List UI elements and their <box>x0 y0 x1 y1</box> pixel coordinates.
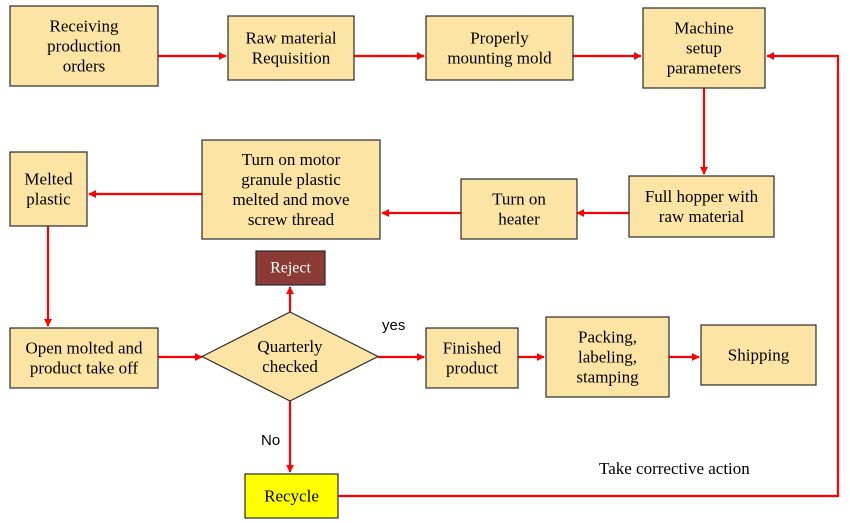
node-packing-labeling-stamping: Packing, labeling,stamping <box>545 316 670 398</box>
reject-shape <box>255 250 326 286</box>
heater-text-line: Turn on <box>492 189 546 208</box>
raw-material-text-line: Raw material <box>245 28 336 47</box>
mounting-text-line: mounting mold <box>447 49 552 68</box>
node-recycle: Recycle <box>244 473 339 519</box>
shipping-text-line: Shipping <box>728 346 790 365</box>
node-melted-plastic: Melted plastic <box>9 151 88 227</box>
motor-text-line: granule plastic <box>241 170 341 189</box>
machine-setup-shape <box>642 7 766 89</box>
connectors <box>44 52 840 498</box>
machine-setup-text-line: parameters <box>667 59 742 78</box>
shipping-shape <box>700 324 817 386</box>
raw-material-text-line: Requisition <box>252 49 331 68</box>
receiving-text-line: production <box>47 37 121 56</box>
receiving-shape <box>9 5 159 87</box>
hopper-text-line: Full hopper with <box>645 187 759 206</box>
arrow-recycle-to-machine-setup <box>338 52 840 498</box>
reject-text-line: Reject <box>270 260 311 277</box>
melted-shape <box>9 151 88 227</box>
receiving-text-line: orders <box>63 57 105 76</box>
recycle-text-line: Recycle <box>264 487 319 506</box>
node-open-mold-product-take-off: Open molted and product take off <box>9 327 159 389</box>
motor-shape <box>201 139 381 240</box>
packing-text-line: labeling, <box>578 348 637 367</box>
packing-shape <box>545 316 670 398</box>
motor-text-line: melted and move <box>232 190 349 209</box>
node-turn-on-heater: Turn on heater <box>460 178 578 240</box>
node-shipping: Shipping <box>700 324 817 386</box>
open-mold-text-line: product take off <box>30 359 139 378</box>
hopper-shape <box>628 175 775 238</box>
open-mold-text-line: Open molted and <box>25 338 143 357</box>
motor-text-line: screw thread <box>248 210 335 229</box>
quarterly-shape <box>200 311 380 402</box>
finished-shape <box>425 327 519 389</box>
motor-text-line: Turn on motor <box>242 150 341 169</box>
label-yes: yes <box>382 317 405 334</box>
open-mold-shape <box>9 327 159 389</box>
finished-text-line: Finished <box>443 338 502 357</box>
packing-text-line: stamping <box>576 368 639 387</box>
melted-text-line: plastic <box>26 190 71 209</box>
node-reject: Reject <box>255 250 326 286</box>
quarterly-text-line: Quarterly <box>257 337 323 356</box>
finished-text-line: product <box>446 359 498 378</box>
receiving-text-line: Receiving <box>50 16 119 35</box>
node-finished-product: Finished product <box>425 327 519 389</box>
mounting-text-line: Properly <box>470 28 529 47</box>
packing-text-line: Packing, <box>578 327 637 346</box>
label-take-corrective-action: Take corrective action <box>599 459 750 478</box>
heater-shape <box>460 178 578 240</box>
recycle-shape <box>244 473 339 519</box>
hopper-text-line: raw material <box>659 207 745 226</box>
mounting-shape <box>425 15 574 81</box>
quarterly-text-line: checked <box>262 357 318 376</box>
node-properly-mounting-mold: Properly mounting mold <box>425 15 574 81</box>
machine-setup-text-line: Machine <box>674 18 733 37</box>
raw-material-shape <box>227 15 355 81</box>
heater-text-line: heater <box>498 210 540 229</box>
label-no: No <box>261 432 280 449</box>
melted-text-line: Melted <box>24 169 73 188</box>
machine-setup-text-line: setup <box>686 39 722 58</box>
